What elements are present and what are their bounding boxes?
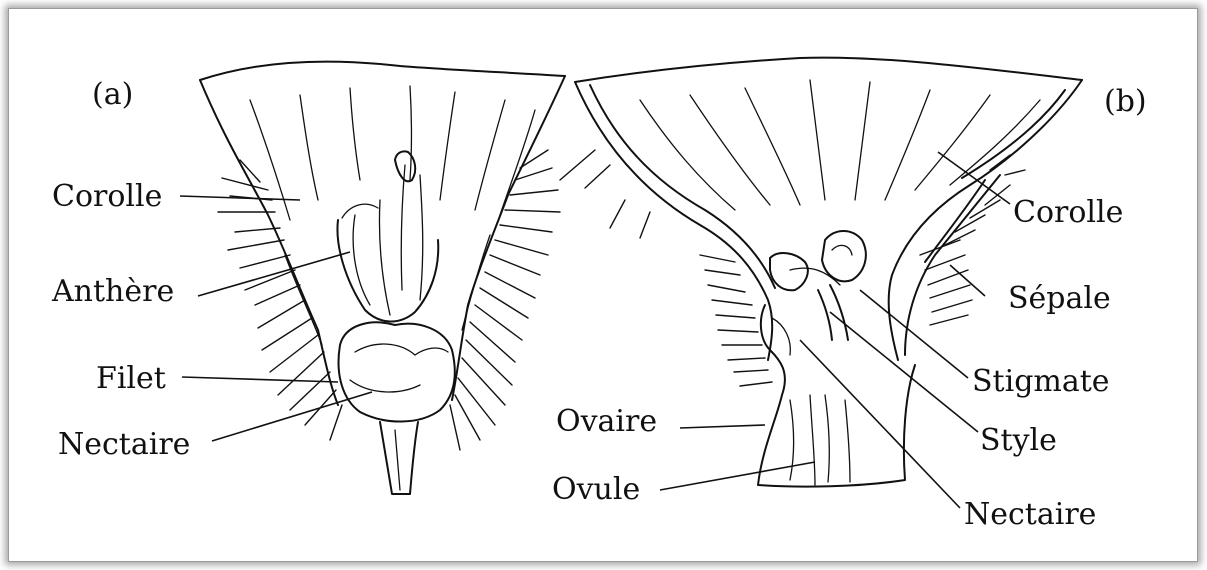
label-corolle-a: Corolle [52, 179, 162, 214]
label-corolle-b: Corolle [1013, 195, 1123, 230]
label-nectaire-b: Nectaire [964, 497, 1096, 532]
panel-b-tag: (b) [1104, 84, 1147, 119]
label-sepale: Sépale [1008, 281, 1111, 316]
flower-a-drawing [200, 62, 565, 494]
label-filet: Filet [96, 361, 166, 396]
label-nectaire-a: Nectaire [58, 427, 190, 462]
label-ovaire: Ovaire [556, 404, 657, 439]
label-ovule: Ovule [552, 472, 640, 507]
label-anthere: Anthère [51, 274, 174, 309]
label-stigmate: Stigmate [972, 364, 1110, 399]
leader-lines [180, 152, 1010, 508]
label-style: Style [980, 423, 1057, 458]
flower-b-hairs [560, 150, 1025, 386]
panel-a-tag: (a) [92, 77, 133, 112]
